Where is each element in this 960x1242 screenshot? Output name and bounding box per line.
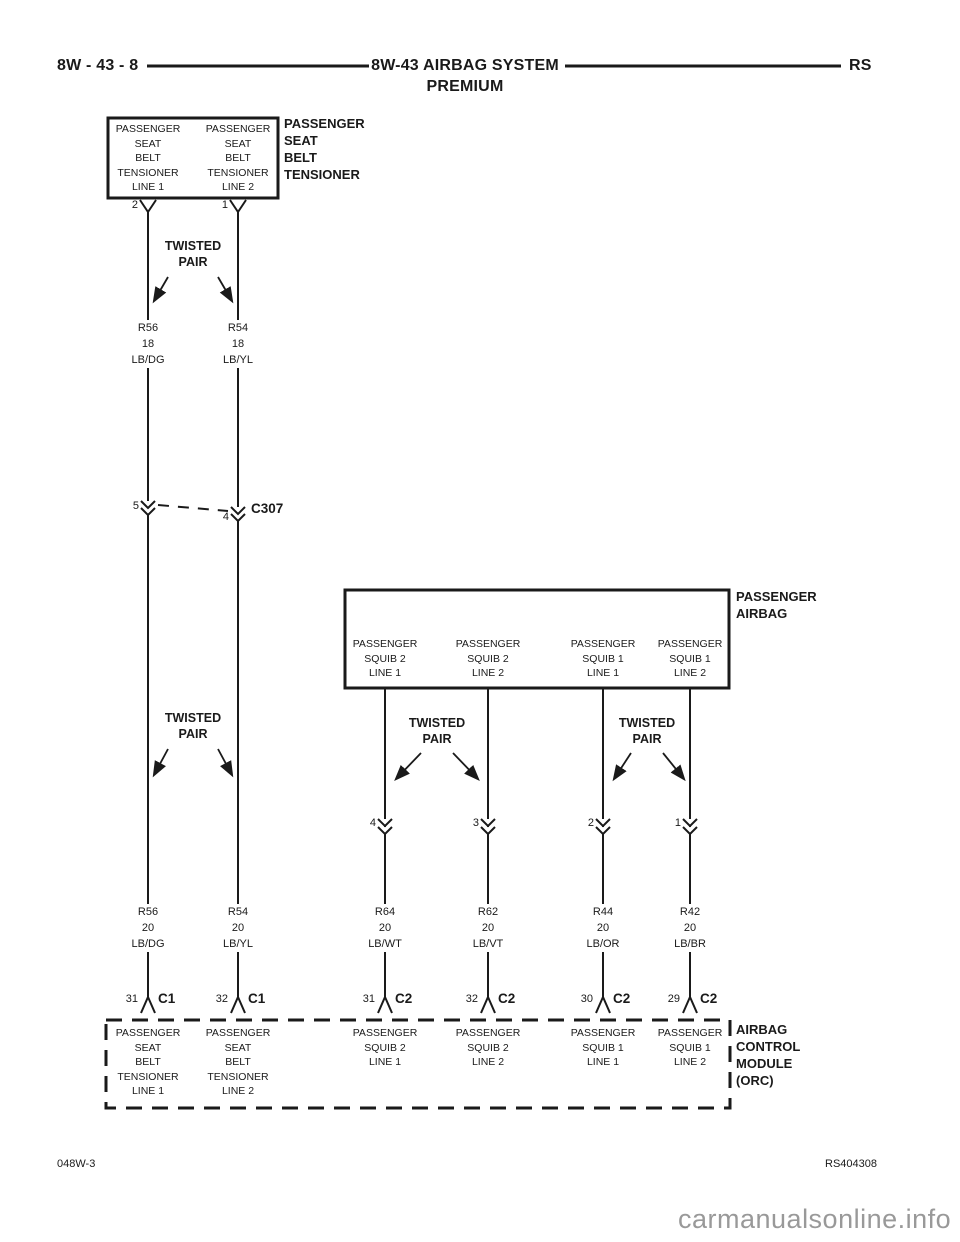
tensioner-pin-2: 2	[131, 199, 138, 211]
orc-connector-c2-d: C2	[700, 991, 718, 1006]
wire-color: LB/DG	[131, 354, 165, 366]
orc-box-outline	[104, 1018, 732, 1110]
orc-pin-31-c1: 31	[125, 993, 138, 1005]
tensioner-terminal-line2-label: PASSENGER SEAT BELT TENSIONER LINE 2	[205, 123, 271, 194]
inline-connector-icons	[377, 818, 698, 836]
wire-gauge: 20	[683, 922, 697, 934]
watermark: carmanualsonline.info	[678, 1204, 952, 1234]
orc-terminal-label-3: PASSENGER SQUIB 2 LINE 1	[352, 1027, 418, 1069]
footer-drawing-number: RS404308	[825, 1158, 877, 1170]
tensioner-component-label: PASSENGER SEAT BELT TENSIONER	[284, 116, 365, 182]
airbag-box-outline	[343, 588, 731, 690]
orc-connector-c2-b: C2	[498, 991, 516, 1006]
wire-label-r42-20: R42 20 LB/BR	[671, 904, 709, 952]
orc-terminal-label-4: PASSENGER SQUIB 2 LINE 2	[455, 1027, 521, 1069]
orc-component-label: AIRBAG CONTROL MODULE (ORC)	[736, 1022, 801, 1088]
wire-gauge: 20	[596, 922, 610, 934]
wire-label-r62-20: R62 20 LB/VT	[469, 904, 507, 952]
wire-color: LB/BR	[674, 938, 706, 950]
orc-pin-29-c2: 29	[667, 993, 680, 1005]
inline-pin-1: 1	[674, 817, 681, 829]
orc-connector-c2-a: C2	[395, 991, 413, 1006]
wire-gauge: 18	[231, 338, 245, 350]
c307-pin-4: 4	[222, 511, 229, 523]
page-subtitle: PREMIUM	[426, 78, 504, 95]
wire-circuit: R54	[227, 906, 249, 918]
twisted-pair-arrows	[152, 276, 686, 782]
orc-connector-c2-c: C2	[613, 991, 631, 1006]
airbag-squib2-line1-label: PASSENGER SQUIB 2 LINE 1	[352, 638, 418, 680]
wire-color: LB/DG	[131, 938, 165, 950]
wire-label-r54-18: R54 18 LB/YL	[220, 320, 256, 368]
component-connector-icon	[139, 199, 247, 213]
inline-pin-4: 4	[369, 817, 376, 829]
wire-gauge: 20	[378, 922, 392, 934]
wire-color: LB/YL	[223, 354, 253, 366]
wire-circuit: R42	[679, 906, 701, 918]
c307-connector-name: C307	[251, 501, 284, 516]
orc-pin-30-c2: 30	[580, 993, 593, 1005]
page-title: 8W-43 AIRBAG SYSTEM	[371, 57, 559, 74]
wire-circuit: R44	[592, 906, 614, 918]
orc-terminal-label-2: PASSENGER SEAT BELT TENSIONER LINE 2	[205, 1027, 271, 1098]
wire-label-r56-18: R56 18 LB/DG	[128, 320, 168, 368]
orc-terminal-label-1: PASSENGER SEAT BELT TENSIONER LINE 1	[115, 1027, 181, 1098]
tensioner-pin-1: 1	[221, 199, 228, 211]
wire-circuit: R54	[227, 322, 249, 334]
wire-circuit: R62	[477, 906, 499, 918]
wire-gauge: 18	[141, 338, 155, 350]
twisted-pair-label-2: TWISTED PAIR	[164, 711, 222, 741]
page-reference: 8W - 43 - 8	[57, 57, 139, 74]
orc-pin-31-c2: 31	[362, 993, 375, 1005]
airbag-squib1-line2-label: PASSENGER SQUIB 1 LINE 2	[657, 638, 723, 680]
twisted-pair-label-3: TWISTED PAIR	[408, 716, 466, 746]
airbag-component-label: PASSENGER AIRBAG	[736, 589, 817, 621]
footer-figure-number: 048W-3	[57, 1158, 96, 1170]
tensioner-box-outline	[106, 116, 280, 200]
wire-label-r56-20: R56 20 LB/DG	[128, 904, 168, 952]
orc-pin-32-c1: 32	[215, 993, 228, 1005]
wire-circuit: R64	[374, 906, 396, 918]
c307-pin-5: 5	[132, 500, 139, 512]
wire-circuit: R56	[137, 906, 159, 918]
wire-color: LB/VT	[472, 938, 504, 950]
c307-connector-icon	[140, 500, 246, 523]
orc-connector-icons	[140, 985, 698, 1014]
wire-label-r64-20: R64 20 LB/WT	[365, 904, 405, 952]
wire-color: LB/OR	[586, 938, 620, 950]
page-corner-code: RS	[849, 57, 872, 74]
orc-connector-c1-a: C1	[158, 991, 176, 1006]
airbag-squib1-line1-label: PASSENGER SQUIB 1 LINE 1	[570, 638, 636, 680]
twisted-pair-label-4: TWISTED PAIR	[618, 716, 676, 746]
orc-connector-c1-b: C1	[248, 991, 266, 1006]
twisted-pair-label-1: TWISTED PAIR	[164, 239, 222, 269]
orc-pin-32-c2: 32	[465, 993, 478, 1005]
airbag-squib2-line2-label: PASSENGER SQUIB 2 LINE 2	[455, 638, 521, 680]
orc-terminal-label-5: PASSENGER SQUIB 1 LINE 1	[570, 1027, 636, 1069]
wire-gauge: 20	[481, 922, 495, 934]
wire-label-r44-20: R44 20 LB/OR	[583, 904, 623, 952]
wire-gauge: 20	[141, 922, 155, 934]
inline-pin-3: 3	[472, 817, 479, 829]
inline-pin-2: 2	[587, 817, 594, 829]
wire-label-r54-20: R54 20 LB/YL	[220, 904, 256, 952]
wire-color: LB/YL	[223, 938, 253, 950]
wire-circuit: R56	[137, 322, 159, 334]
tensioner-terminal-line1-label: PASSENGER SEAT BELT TENSIONER LINE 1	[115, 123, 181, 194]
wire-color: LB/WT	[368, 938, 402, 950]
wire-gauge: 20	[231, 922, 245, 934]
orc-terminal-label-6: PASSENGER SQUIB 1 LINE 2	[657, 1027, 723, 1069]
